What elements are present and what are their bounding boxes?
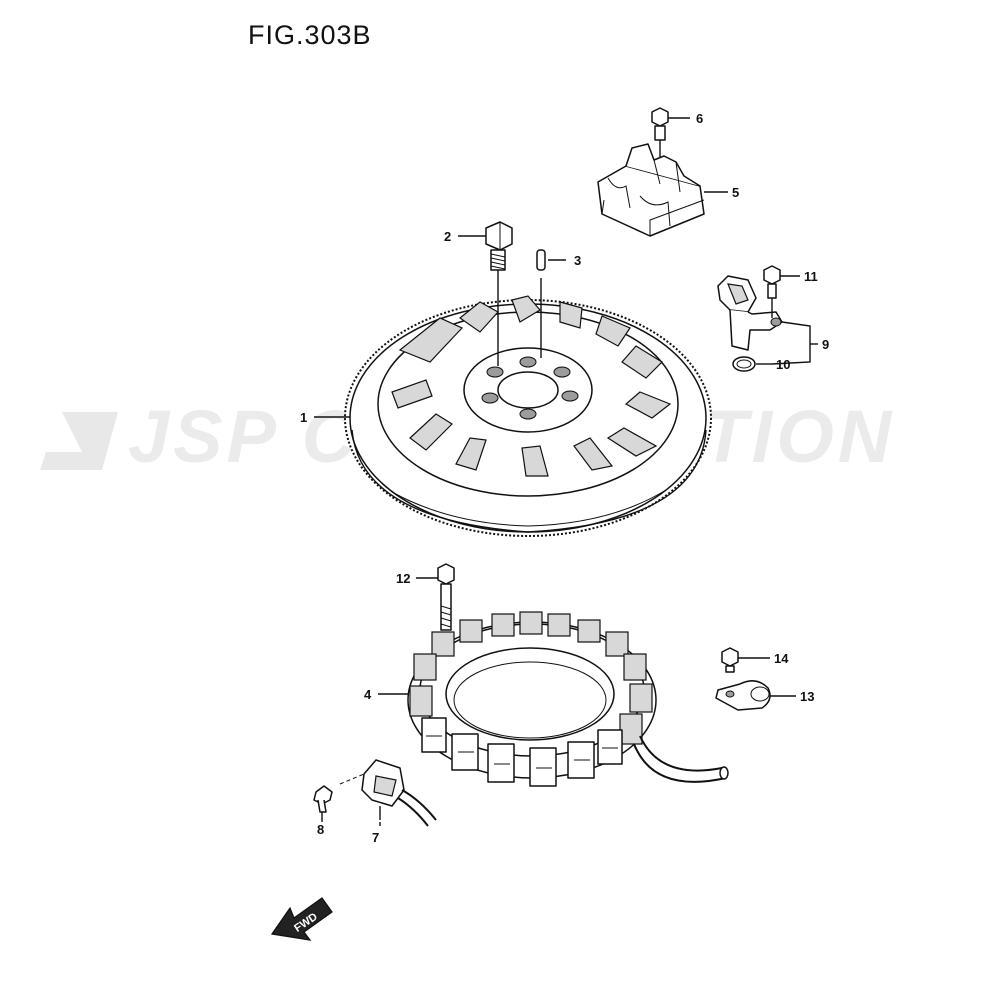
dowel-pin[interactable] xyxy=(536,249,546,358)
callout-11: 11 xyxy=(804,269,818,284)
fwd-arrow: FWD xyxy=(270,897,333,941)
callout-4: 4 xyxy=(364,687,372,702)
callout-1: 1 xyxy=(300,410,307,425)
clamp-bracket[interactable] xyxy=(597,143,705,237)
callout-10: 10 xyxy=(776,357,790,372)
wire-clamp[interactable] xyxy=(715,680,771,711)
pulser-coil[interactable] xyxy=(339,759,437,827)
wire-clamp-bolt[interactable] xyxy=(721,647,739,673)
stator-bolt[interactable] xyxy=(437,563,455,631)
callout-2: 2 xyxy=(444,229,451,244)
flywheel-fins xyxy=(391,295,672,477)
flywheel[interactable] xyxy=(344,295,712,537)
o-ring[interactable] xyxy=(732,356,756,372)
stator-coils xyxy=(409,611,653,787)
callout-5: 5 xyxy=(732,185,739,200)
crank-position-sensor[interactable] xyxy=(717,275,783,351)
callout-9: 9 xyxy=(822,337,829,352)
sensor-bolt[interactable] xyxy=(763,265,781,318)
callout-7: 7 xyxy=(372,830,379,845)
callout-13: 13 xyxy=(800,689,814,704)
stator[interactable] xyxy=(407,611,729,787)
figure-title: FIG.303B xyxy=(248,20,372,50)
leader-lines xyxy=(314,117,818,826)
callout-12: 12 xyxy=(396,571,410,586)
pulser-screw[interactable] xyxy=(313,785,333,820)
callout-numbers: 1 2 3 4 5 6 7 8 9 10 11 12 13 14 xyxy=(300,111,829,845)
flywheel-bolt[interactable] xyxy=(485,221,513,366)
callout-8: 8 xyxy=(317,822,324,837)
flywheel-bolt-holes xyxy=(481,356,579,420)
callout-3: 3 xyxy=(574,253,581,268)
callout-14: 14 xyxy=(774,651,789,666)
callout-6: 6 xyxy=(696,111,703,126)
